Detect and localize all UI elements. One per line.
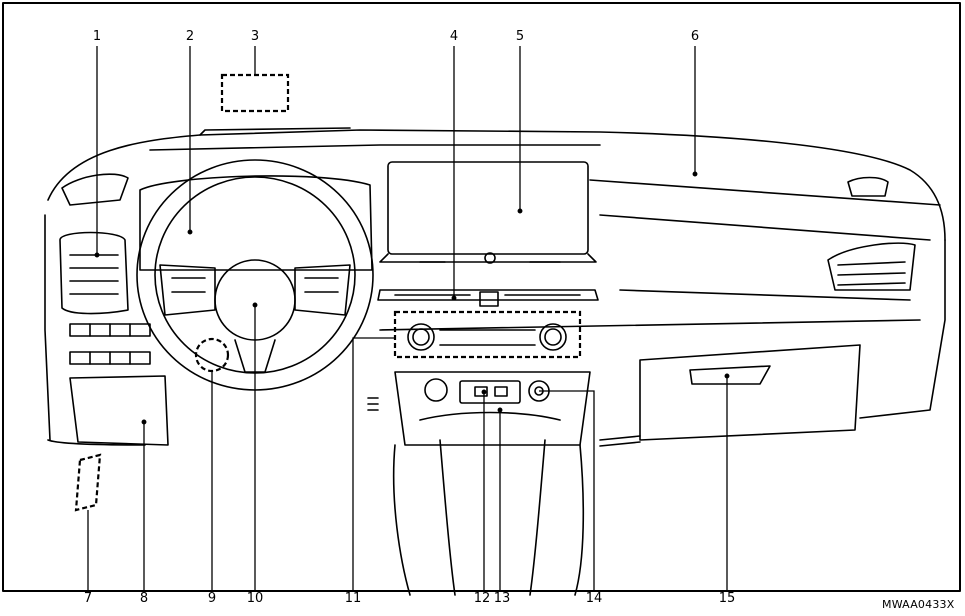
callout-8: 8 (140, 591, 148, 606)
callout-5: 5 (516, 29, 524, 44)
callout-7: 7 (84, 591, 92, 606)
callout-4: 4 (450, 29, 458, 44)
callout-11: 11 (345, 591, 362, 606)
glove-box-handle (599, 365, 771, 447)
left-switch-panel (69, 323, 169, 446)
leader-1 (94, 46, 100, 258)
leader-4 (451, 46, 457, 301)
callout-3: 3 (251, 29, 259, 44)
leader-11 (352, 337, 395, 590)
center-stack (377, 289, 599, 351)
leader-15 (724, 373, 730, 590)
diagram-border (2, 2, 961, 592)
leader-14 (539, 390, 595, 590)
leader-12 (481, 389, 487, 590)
dashboard-outline (44, 127, 946, 446)
callout-15: 15 (719, 591, 736, 606)
leader-8 (141, 419, 147, 590)
leader-13 (497, 407, 503, 590)
callout-2: 2 (186, 29, 194, 44)
figure-code: MWAA0433X (882, 598, 955, 611)
callout-box-9 (194, 337, 230, 373)
leader-10 (252, 302, 258, 590)
right-vents (827, 176, 916, 291)
callout-1: 1 (93, 29, 101, 44)
lower-console (367, 371, 591, 596)
meter-cluster (139, 175, 373, 271)
callout-13: 13 (494, 591, 511, 606)
callout-box-11 (393, 310, 582, 359)
callout-10: 10 (247, 591, 264, 606)
leader-2 (187, 46, 193, 235)
callout-14: 14 (586, 591, 603, 606)
callout-box-3 (220, 73, 290, 113)
callout-6: 6 (691, 29, 699, 44)
leader-5 (517, 46, 523, 214)
callout-box-7 (74, 453, 102, 512)
callout-12: 12 (474, 591, 491, 606)
leader-6 (692, 46, 698, 177)
center-display (379, 161, 597, 264)
callout-9: 9 (208, 591, 216, 606)
left-vents (59, 173, 129, 315)
